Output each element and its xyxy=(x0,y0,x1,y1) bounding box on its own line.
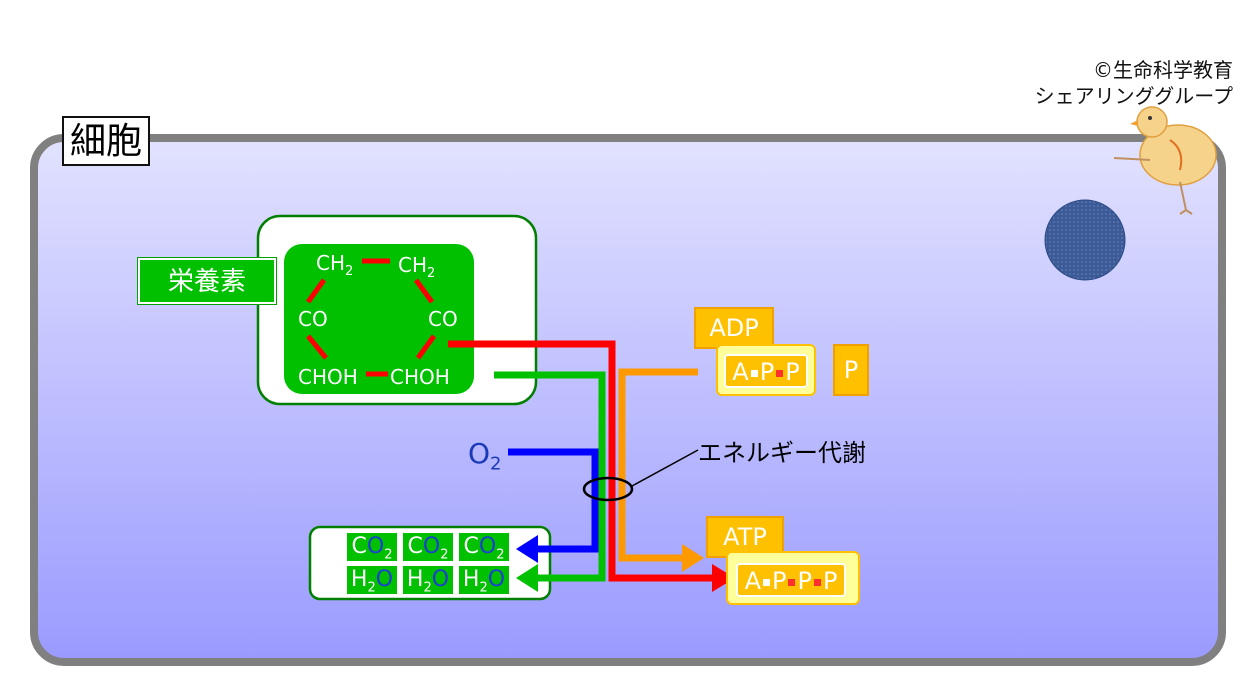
cell-body xyxy=(30,134,1226,666)
h2o-o: O xyxy=(487,567,506,592)
h2o-h: H xyxy=(462,567,480,592)
energy-ring xyxy=(582,476,634,502)
co2-sub: 2 xyxy=(440,547,449,563)
energy-pointer-line xyxy=(631,449,699,487)
mol-co-left: CO xyxy=(298,307,328,331)
blue-arrow-path xyxy=(508,448,599,553)
co2-o: O xyxy=(422,534,441,559)
green-arrow-path xyxy=(494,371,606,582)
mol-choh-left: CHOH xyxy=(298,365,358,389)
green-arrowhead xyxy=(516,564,538,592)
atp-a: A xyxy=(744,567,761,595)
adp-p2: P xyxy=(785,358,800,386)
h2o-sub: 2 xyxy=(423,580,432,596)
adp-p1: P xyxy=(759,358,775,386)
h2o-product-2: H2O xyxy=(403,566,453,596)
h2o-product-1: H2O xyxy=(347,566,397,596)
nutrient-label: 栄養素 xyxy=(137,257,277,305)
adp-a: A xyxy=(732,358,749,386)
atp-p1: P xyxy=(771,567,787,595)
atp-p2: P xyxy=(797,567,812,595)
red-arrowhead xyxy=(712,564,735,592)
o2-label: O2 xyxy=(468,437,502,475)
co2-c: C xyxy=(351,534,367,559)
co2-product-2: CO2 xyxy=(403,533,453,563)
adp-bond-1 xyxy=(750,369,758,377)
adp-label: ADP xyxy=(694,307,774,349)
atp-p3: P xyxy=(822,567,838,595)
co2-sub: 2 xyxy=(496,547,505,563)
atp-bond-1 xyxy=(762,578,770,586)
h2o-h: H xyxy=(406,567,424,592)
h2o-o: O xyxy=(375,567,394,592)
mol-choh-right: CHOH xyxy=(390,365,450,389)
copyright-text: ©生命科学教育 シェアリンググループ xyxy=(1035,57,1233,109)
orange-arrowhead xyxy=(682,544,704,572)
co2-sub: 2 xyxy=(384,547,393,563)
h2o-o: O xyxy=(431,567,450,592)
co2-o: O xyxy=(478,534,497,559)
mol-ch2-right: CH2 xyxy=(398,253,435,281)
co2-product-3: CO2 xyxy=(459,533,509,563)
atp-bond-2 xyxy=(788,578,796,586)
copyright-line1: ©生命科学教育 xyxy=(1093,58,1233,82)
mol-ch2-left: CH2 xyxy=(316,251,353,279)
adp-bond-2 xyxy=(776,369,784,377)
h2o-sub: 2 xyxy=(367,580,376,596)
co2-product-1: CO2 xyxy=(347,533,397,563)
cell-label: 細胞 xyxy=(62,116,150,166)
mol-co-right: CO xyxy=(428,307,458,331)
atp-bond-3 xyxy=(813,578,821,586)
co2-o: O xyxy=(366,534,385,559)
o2-o: O xyxy=(468,437,491,470)
co2-c: C xyxy=(407,534,423,559)
co2-c: C xyxy=(463,534,479,559)
o2-sub: 2 xyxy=(490,453,502,475)
energy-metabolism-label: エネルギー代謝 xyxy=(698,439,866,467)
h2o-product-3: H2O xyxy=(459,566,509,596)
copyright-line2: シェアリンググループ xyxy=(1034,84,1233,108)
h2o-sub: 2 xyxy=(479,580,488,596)
phosphate-box: P xyxy=(833,344,869,396)
molecule-bonds xyxy=(305,258,437,377)
h2o-h: H xyxy=(350,567,368,592)
orange-arrow-path xyxy=(618,368,698,562)
blue-arrowhead xyxy=(516,535,538,563)
red-arrow-path xyxy=(448,340,718,582)
chick-illustration xyxy=(1113,106,1217,215)
nucleus xyxy=(1044,199,1126,281)
molecule-box xyxy=(284,244,474,394)
